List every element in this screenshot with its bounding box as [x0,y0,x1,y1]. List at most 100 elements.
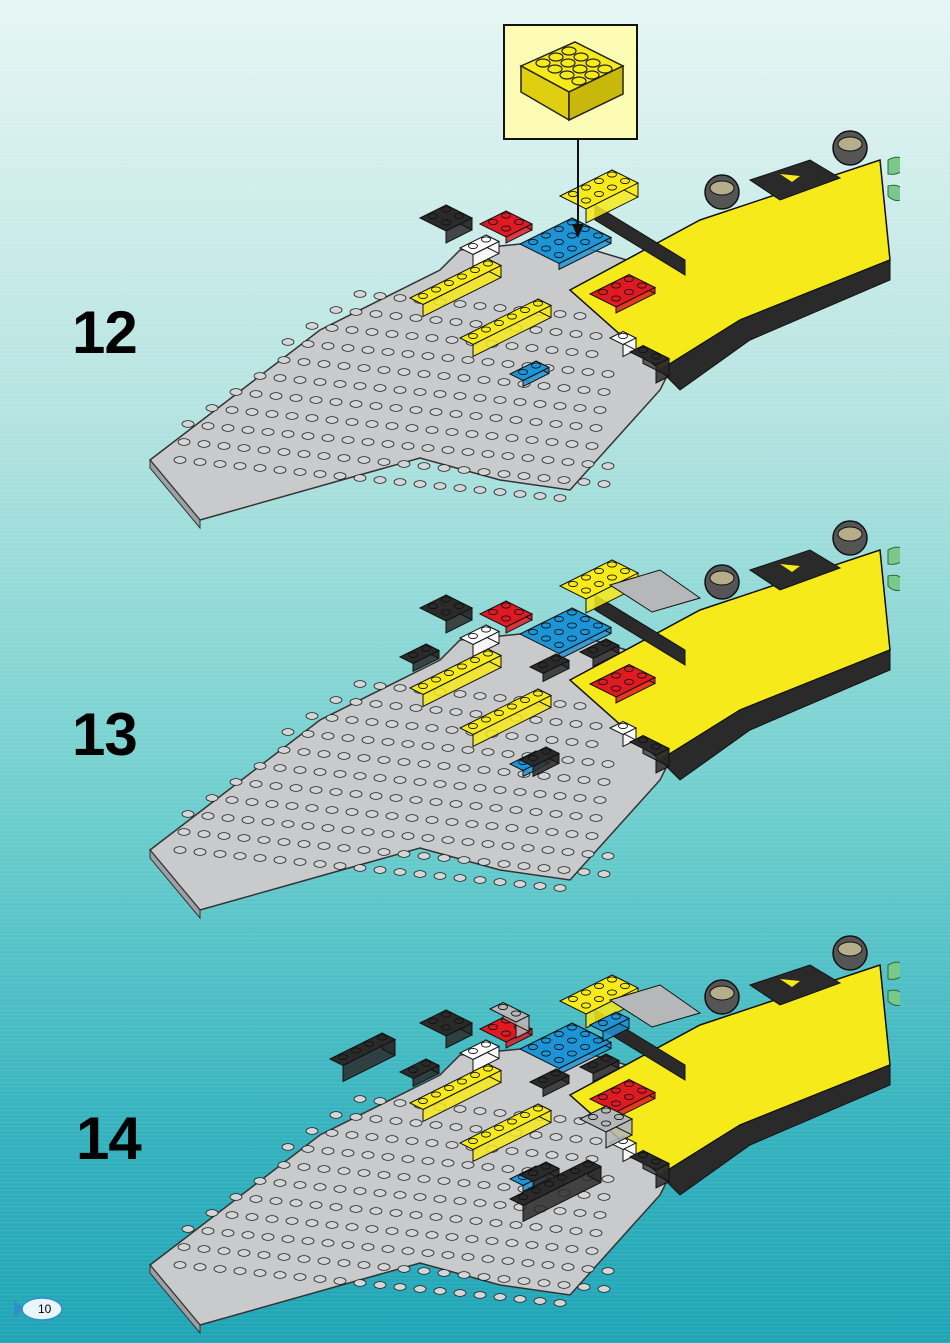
baseplate-stud [538,475,550,482]
baseplate-stud [502,453,514,460]
baseplate-stud [570,331,582,338]
blue-plate-stud [581,239,590,244]
red-plate-stud [612,686,621,691]
baseplate-stud [198,1246,210,1253]
baseplate-stud [602,853,614,860]
baseplate-stud [262,429,274,436]
baseplate-stud [298,451,310,458]
white-brick-stud [619,333,628,338]
baseplate-stud [274,1180,286,1187]
baseplate-stud [398,1266,410,1273]
baseplate-stud [486,433,498,440]
baseplate-stud [346,1224,358,1231]
red-plate-stud [612,1101,621,1106]
yellow-brick-long-stud [471,267,480,272]
baseplate-stud [494,695,506,702]
baseplate-stud [494,1202,506,1209]
baseplate-stud [274,857,286,864]
yellow-brick-long-stud [482,717,491,722]
yellow-brick-long-stud [432,677,441,682]
baseplate-stud [582,759,594,766]
baseplate-stud [354,865,366,872]
baseplate-stud [518,863,530,870]
baseplate-stud [302,731,314,738]
black-seat-stud [529,1170,538,1175]
baseplate-stud [350,791,362,798]
black-seat-stud [529,755,538,760]
baseplate-stud [202,423,214,430]
baseplate-stud [530,809,542,816]
baseplate-stud [502,1166,514,1173]
baseplate-stud [562,367,574,374]
baseplate-stud [430,1122,442,1129]
baseplate-stud [282,729,294,736]
baseplate-stud [358,1262,370,1269]
baseplate-stud [394,1284,406,1291]
red-plate-stud [625,289,634,294]
black-seat-stud [602,1056,611,1061]
black-seat-stud [409,1067,418,1072]
baseplate-stud [462,1254,474,1261]
yellow-brick-2x4-stud [595,996,604,1001]
red-plate-stud [502,226,511,231]
baseplate-stud [310,1202,322,1209]
baseplate-stud [278,839,290,846]
black-slope-stud [429,1018,438,1023]
baseplate-stud [414,779,426,786]
baseplate-stud [590,425,602,432]
baseplate-stud [590,333,602,340]
baseplate-stud [558,867,570,874]
baseplate-stud [374,477,386,484]
baseplate-stud [298,1164,310,1171]
baseplate-stud [550,719,562,726]
baseplate-stud [590,723,602,730]
blue-plate-stud [555,252,564,257]
red-plate-stud [638,283,647,288]
baseplate-stud [482,1164,494,1171]
yellow-brick-long-stud [471,657,480,662]
baseplate-stud [394,777,406,784]
baseplate-stud [426,427,438,434]
yellow-brick-long-stud [484,261,493,266]
baseplate-stud [534,1298,546,1305]
baseplate-stud [306,805,318,812]
baseplate-stud [322,1240,334,1247]
gray-brick-stud [512,1011,521,1016]
yellow-brick-long-stud [432,1092,441,1097]
baseplate-stud [338,455,350,462]
baseplate-stud [454,1106,466,1113]
baseplate-stud [494,489,506,496]
baseplate-stud [302,1238,314,1245]
baseplate-stud [578,869,590,876]
baseplate-stud [458,1180,470,1187]
baseplate-stud [598,389,610,396]
yellow-brick-long-stud [419,1098,428,1103]
baseplate-stud [534,401,546,408]
blue-brick-stud [599,1020,608,1025]
baseplate-stud [310,397,322,404]
baseplate-stud [554,701,566,708]
baseplate-stud [338,363,350,370]
baseplate-stud [314,1184,326,1191]
yellow-brick-long-stud [432,287,441,292]
baseplate-stud [474,1200,486,1207]
baseplate-stud [358,755,370,762]
baseplate-stud [458,857,470,864]
baseplate-stud [414,1286,426,1293]
baseplate-stud [386,813,398,820]
baseplate-stud [198,831,210,838]
black-slope-stud [442,1025,451,1030]
baseplate-stud [386,1136,398,1143]
black-seat-stud [589,1062,598,1067]
baseplate-stud [550,1134,562,1141]
baseplate-stud [278,357,290,364]
baseplate-stud [446,337,458,344]
baseplate-stud [354,1188,366,1195]
baseplate-stud [502,1258,514,1265]
baseplate-stud [594,797,606,804]
baseplate-stud [406,425,418,432]
baseplate-stud [334,1186,346,1193]
baseplate-stud [510,417,522,424]
black-slope-stud [442,610,451,615]
baseplate-stud [314,1276,326,1283]
